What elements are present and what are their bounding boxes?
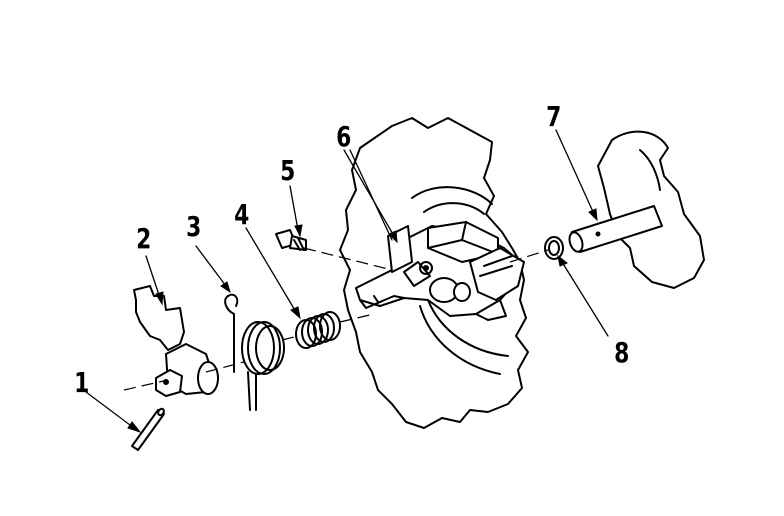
washer-ring [544,236,564,260]
assembly-centerlines [123,247,549,391]
cam-lever [133,285,219,397]
latch-bracket-assembly [355,221,525,321]
callout-5: 5 [280,154,295,186]
callout-8: 8 [614,336,629,368]
leader-lines [85,129,609,434]
callout-3: 3 [186,210,201,242]
callout-2: 2 [136,222,151,254]
callout-4: 4 [234,198,249,230]
callout-6: 6 [336,120,351,152]
compression-spring [295,311,341,349]
handle-pin [568,130,705,289]
small-pin [131,407,165,451]
torsion-spring [224,293,285,411]
callout-7: 7 [546,100,561,132]
screw [275,229,307,251]
callout-1: 1 [74,366,89,398]
